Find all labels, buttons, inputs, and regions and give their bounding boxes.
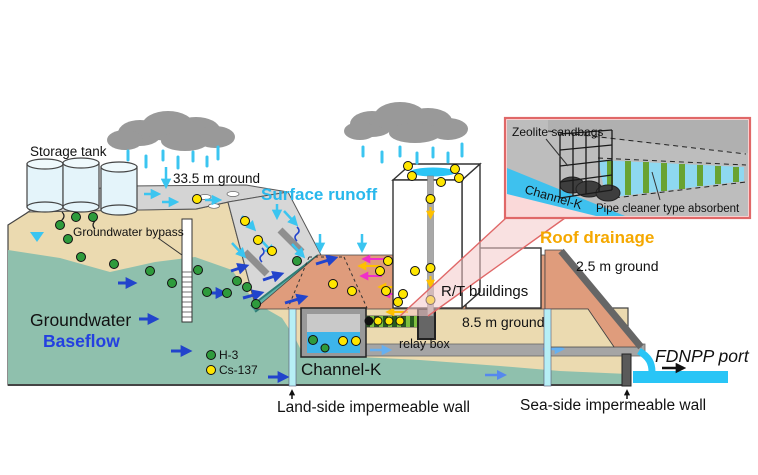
rain-cloud-left [107,111,235,151]
water-table-marker [30,232,44,242]
land-side-wall-body [288,308,297,387]
cs137-dot [384,316,394,326]
roof-cs137-dots [403,161,464,187]
groundwater-layer [8,250,628,385]
cs137-legend-dot [206,365,216,375]
pipe-end-cap [364,316,374,326]
cs137-dot [338,336,348,346]
inset-pipe-cleaner-label: Pipe cleaner type absorbent [596,203,740,215]
groundwater-bypass-well [157,218,193,323]
puddle-oval [226,191,240,197]
ground-33-5-label: 33.5 m ground [173,171,260,186]
absorbent-pipe-assembly [364,307,436,340]
channel-water [307,332,360,353]
inset-zeolite-label: Zeolite sandbags [512,125,603,139]
rt-buildings [391,161,542,317]
surface-runoff-label: Surface runoff [261,185,378,204]
slope-drain-bar [242,249,270,277]
h3-dots-groundwater [55,212,302,309]
relay-box-label: relay box [399,337,450,351]
seaside-bank [544,248,728,387]
puddle-oval [208,203,220,209]
text-labels: Storage tank 33.5 m ground Groundwater b… [30,144,750,416]
port-water [633,371,728,383]
inset-cage-grid [559,129,613,199]
zeolite-pointer-line [545,138,569,167]
cs137-dots-surface [192,194,420,307]
cs137-dot [395,316,405,326]
outfall-stream [637,347,656,373]
baseflow-label: Baseflow [43,331,120,351]
cs137-dot [425,263,436,273]
fdnpp-port-label: FDNPP port [655,346,750,366]
groundwater-bypass-label: Groundwater bypass [73,225,184,239]
drain-symbol [259,247,265,263]
rt-buildings-label: R/T buildings [441,283,528,300]
seaside-wall-body [621,353,632,387]
absorbent-pointer-line [651,171,661,201]
inset-callout-line [427,217,566,317]
inset-callout-line [399,217,507,317]
cs137-legend-label: Cs-137 [219,363,258,377]
contaminant-legend: H-3 Cs-137 [206,348,258,377]
inset-absorbent-stripes [607,161,739,197]
storage-tanks [26,157,138,230]
infiltration-arrows [314,234,368,254]
channel-k-label: Channel-K [301,360,382,379]
inset-dashed-edges [547,130,747,200]
h3-legend-dot [206,350,216,360]
cs137-dot [351,336,361,346]
h3-dot [308,335,318,345]
drain-symbol [294,226,300,242]
inset-channel-backwall [548,120,748,153]
land-side-wall-label: Land-side impermeable wall [277,399,470,416]
roof-puddle [410,167,456,177]
channel-k-section [300,307,367,358]
rain-right [361,142,464,165]
tank [100,161,138,216]
h3-legend-label: H-3 [219,348,239,362]
roof-drainage-label: Roof drainage [540,228,654,247]
roof-downpipe [427,175,434,317]
baseflow-arrows [118,254,339,383]
ground-2-5-label: 2.5 m ground [576,258,659,274]
groundwater-label: Groundwater [30,310,131,330]
bank-slope-road [558,248,644,350]
cs137-dot [373,316,383,326]
inset-absorbent-mat [598,160,744,198]
inset-callout-wedge [400,218,565,316]
rain-left [126,145,220,170]
inset-detail: Zeolite sandbags Pipe cleaner type absor… [399,116,752,317]
storage-tank-label: Storage tank [30,144,107,159]
ground-8-5-label: 8.5 m ground [462,314,545,330]
inner-wall-body [543,308,552,387]
tank [26,158,64,213]
rain-cloud-right [344,102,468,143]
cs137-dot [425,194,436,204]
bypass-pointer-line [157,237,183,256]
plateau-flow-arrows [144,188,223,208]
h3-dot [320,343,330,353]
tank [62,157,100,213]
sea-side-wall-label: Sea-side impermeable wall [520,397,706,414]
